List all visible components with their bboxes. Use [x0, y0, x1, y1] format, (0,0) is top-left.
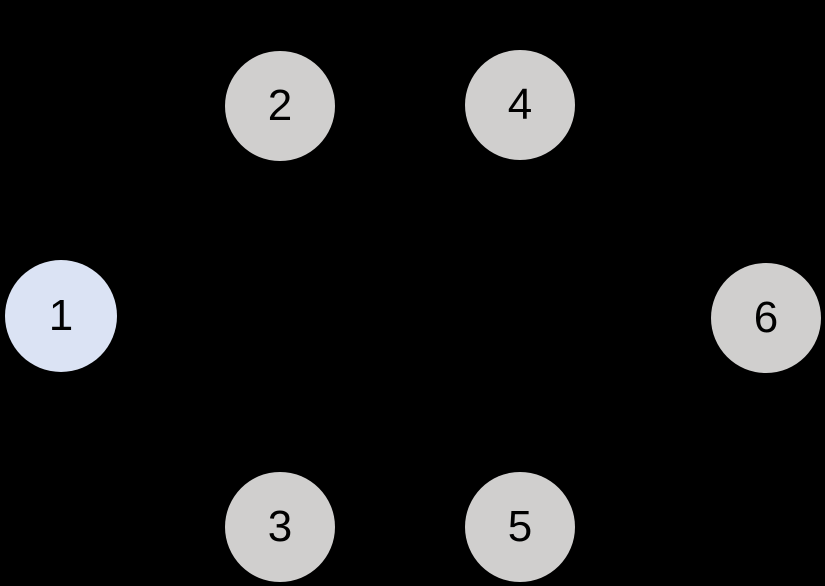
graph-node-3[interactable]: 3 — [225, 472, 335, 582]
node-label: 1 — [48, 291, 74, 340]
node-label: 4 — [507, 80, 533, 129]
node-label: 5 — [507, 502, 533, 551]
node-label: 6 — [753, 293, 779, 342]
graph-node-4[interactable]: 4 — [465, 50, 575, 160]
graph-node-6[interactable]: 6 — [711, 263, 821, 373]
node-label: 2 — [267, 81, 293, 130]
graph-node-1[interactable]: 1 — [5, 260, 117, 372]
node-label: 3 — [267, 502, 293, 551]
graph-node-2[interactable]: 2 — [225, 51, 335, 161]
graph-node-5[interactable]: 5 — [465, 472, 575, 582]
